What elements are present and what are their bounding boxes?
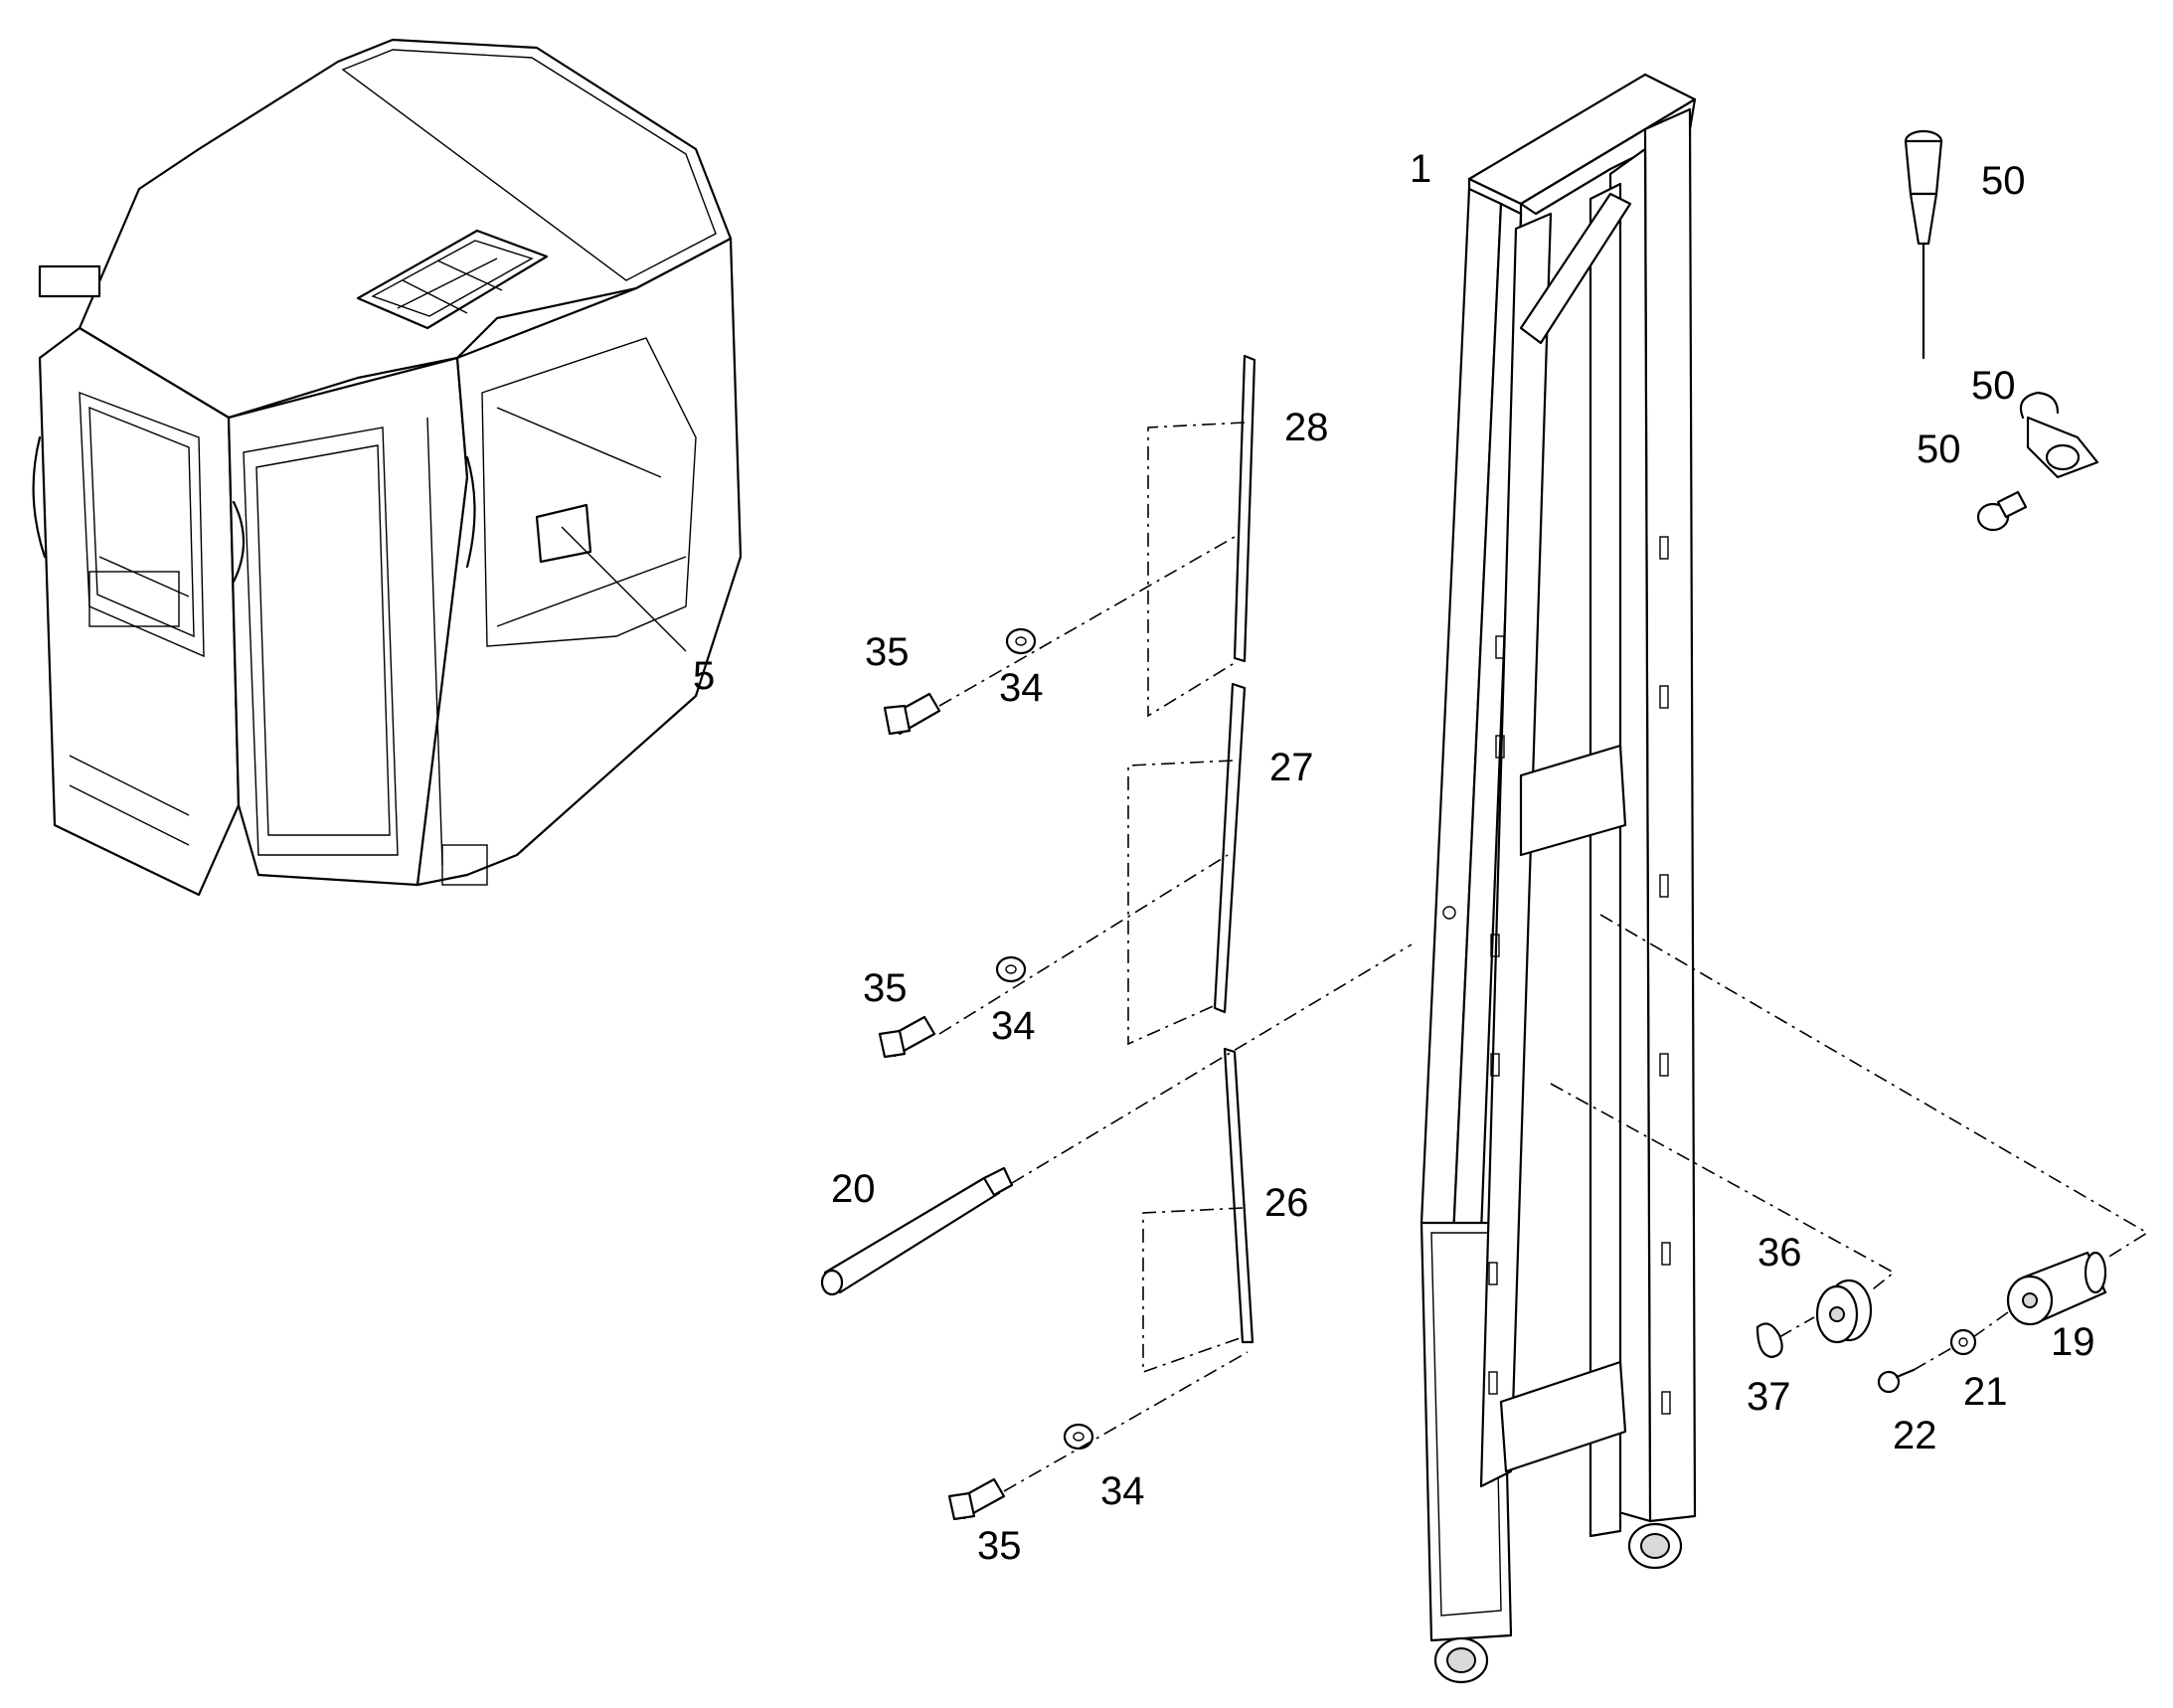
callout-27: 27 bbox=[1269, 746, 1314, 789]
callout-37: 37 bbox=[1747, 1375, 1791, 1419]
callout-35-middle: 35 bbox=[863, 966, 908, 1010]
operator-cab-drawing bbox=[32, 38, 743, 897]
bolt-35-top bbox=[883, 692, 941, 736]
strip-26-drawing bbox=[1223, 1047, 1254, 1344]
callout-35-top: 35 bbox=[865, 630, 910, 674]
washer-34-bottom bbox=[1063, 1423, 1094, 1451]
callout-5: 5 bbox=[693, 654, 716, 698]
washer-21-drawing bbox=[1949, 1328, 1977, 1356]
screw-50-drawing bbox=[1976, 490, 2028, 532]
door-frame-drawing bbox=[1420, 73, 1697, 1684]
callout-20: 20 bbox=[831, 1167, 876, 1211]
callout-34-middle: 34 bbox=[991, 1004, 1036, 1048]
bolt-35-middle bbox=[878, 1015, 936, 1059]
sleeve-19-drawing bbox=[2006, 1251, 2107, 1326]
callout-28: 28 bbox=[1284, 406, 1329, 449]
roller-36-drawing bbox=[1815, 1279, 1873, 1344]
callout-1: 1 bbox=[1410, 147, 1432, 191]
callout-35-bottom: 35 bbox=[977, 1524, 1022, 1568]
bolt-35-bottom bbox=[947, 1477, 1006, 1521]
callout-34-top: 34 bbox=[999, 666, 1044, 710]
callout-26: 26 bbox=[1264, 1181, 1309, 1225]
clamp-50-drawing bbox=[2019, 391, 2099, 479]
clip-37-drawing bbox=[1755, 1322, 1783, 1359]
callout-50-cable: 50 bbox=[1981, 159, 2026, 203]
cable-50-drawing bbox=[1904, 129, 1943, 360]
strip-28-drawing bbox=[1233, 354, 1256, 663]
washer-34-top bbox=[1005, 627, 1037, 655]
callout-34-bottom: 34 bbox=[1100, 1469, 1145, 1513]
assembly-leader-lines bbox=[938, 422, 2149, 1492]
callout-36: 36 bbox=[1757, 1231, 1802, 1275]
pin-20-drawing bbox=[820, 1166, 1014, 1296]
callout-21: 21 bbox=[1963, 1370, 2008, 1414]
screw-22-drawing bbox=[1877, 1368, 1916, 1394]
strip-27-drawing bbox=[1213, 682, 1247, 1014]
callout-50-screw: 50 bbox=[1917, 427, 1961, 471]
washer-34-middle bbox=[995, 955, 1027, 983]
callout-22: 22 bbox=[1893, 1414, 1937, 1457]
callout-19: 19 bbox=[2051, 1320, 2095, 1364]
callout-50-clamp: 50 bbox=[1971, 364, 2016, 408]
